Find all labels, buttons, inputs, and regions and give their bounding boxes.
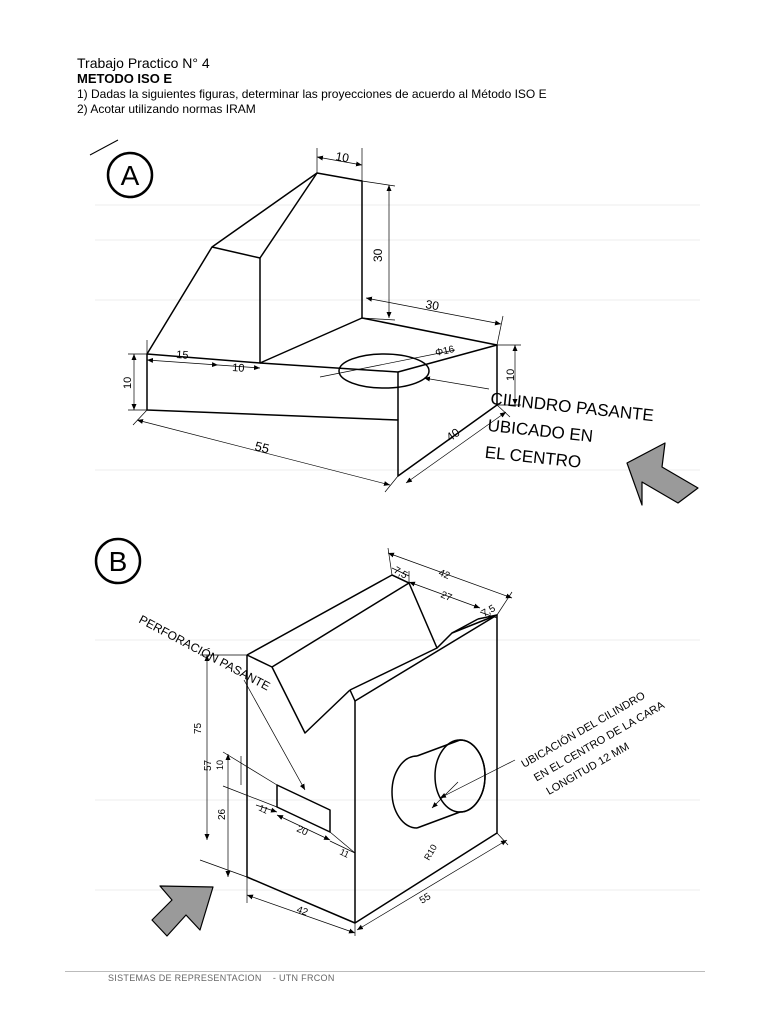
instruction-2: 2) Acotar utilizando normas IRAM: [77, 102, 256, 116]
dim-b-42-top: 42: [437, 568, 452, 583]
document-title: Trabajo Practico N° 4: [77, 55, 210, 71]
document-header: Trabajo Practico N° 4 METODO ISO E 1) Da…: [77, 55, 547, 117]
dim-b-11-left: 11: [257, 803, 270, 816]
dim-b-42-bottom: 42: [295, 904, 310, 918]
dim-b-27: 27: [439, 590, 454, 605]
figure-a-dim-labels: 10 30 30 Φ16 15 10 10 10 55 40: [122, 149, 517, 456]
figure-a: A: [106, 148, 699, 506]
footer-text: SISTEMAS DE REPRESENTACION - UTN FRCON: [108, 973, 335, 983]
corner-mark: [89, 139, 119, 156]
dim-a-30-horizontal: 30: [424, 297, 440, 313]
figure-a-dimensions: [128, 148, 521, 493]
dim-a-55: 55: [253, 438, 271, 456]
dim-a-10-middle: 10: [232, 362, 245, 375]
footer-divider: [65, 971, 705, 972]
dim-b-7-5-left: 7,5: [392, 565, 410, 582]
figure-a-solid: [146, 172, 498, 477]
view-arrow-b-icon: [151, 885, 214, 937]
figure-b-cylinder-note: UBICACIÓN DEL CILINDRO EN EL CENTRO DE L…: [519, 689, 667, 798]
instruction-1: 1) Dadas la siguientes figuras, determin…: [77, 87, 547, 101]
dim-a-15: 15: [176, 349, 189, 362]
dim-b-r10: R10: [422, 843, 439, 862]
figure-a-label: A: [121, 160, 140, 191]
note-a-line-2: UBICADO EN: [487, 416, 594, 446]
dim-a-30-vertical: 30: [371, 248, 385, 262]
dim-b-75: 75: [193, 722, 204, 734]
dim-b-11-right: 11: [338, 847, 351, 860]
method-heading: METODO ISO E: [77, 71, 173, 86]
figure-a-label-circle: [106, 151, 154, 199]
figure-b-label: B: [109, 546, 128, 577]
figure-b-solid: [246, 574, 498, 924]
scan-background: [95, 204, 700, 891]
dim-a-phi16: Φ16: [434, 344, 455, 359]
dim-b-20: 20: [295, 824, 310, 839]
figure-b: B: [94, 537, 667, 937]
dim-b-57: 57: [203, 759, 214, 771]
dim-a-10-top: 10: [334, 149, 350, 165]
figure-b-label-circle: [94, 537, 142, 585]
dim-a-10-right: 10: [505, 369, 517, 381]
dim-b-26: 26: [217, 808, 228, 820]
dim-b-55: 55: [418, 891, 434, 906]
dim-a-10-left: 10: [122, 377, 134, 389]
note-a-line-3: EL CENTRO: [484, 443, 582, 472]
figure-b-dimensions: [199, 547, 516, 936]
dim-b-10: 10: [215, 760, 225, 770]
view-arrow-a-icon: [626, 442, 699, 506]
